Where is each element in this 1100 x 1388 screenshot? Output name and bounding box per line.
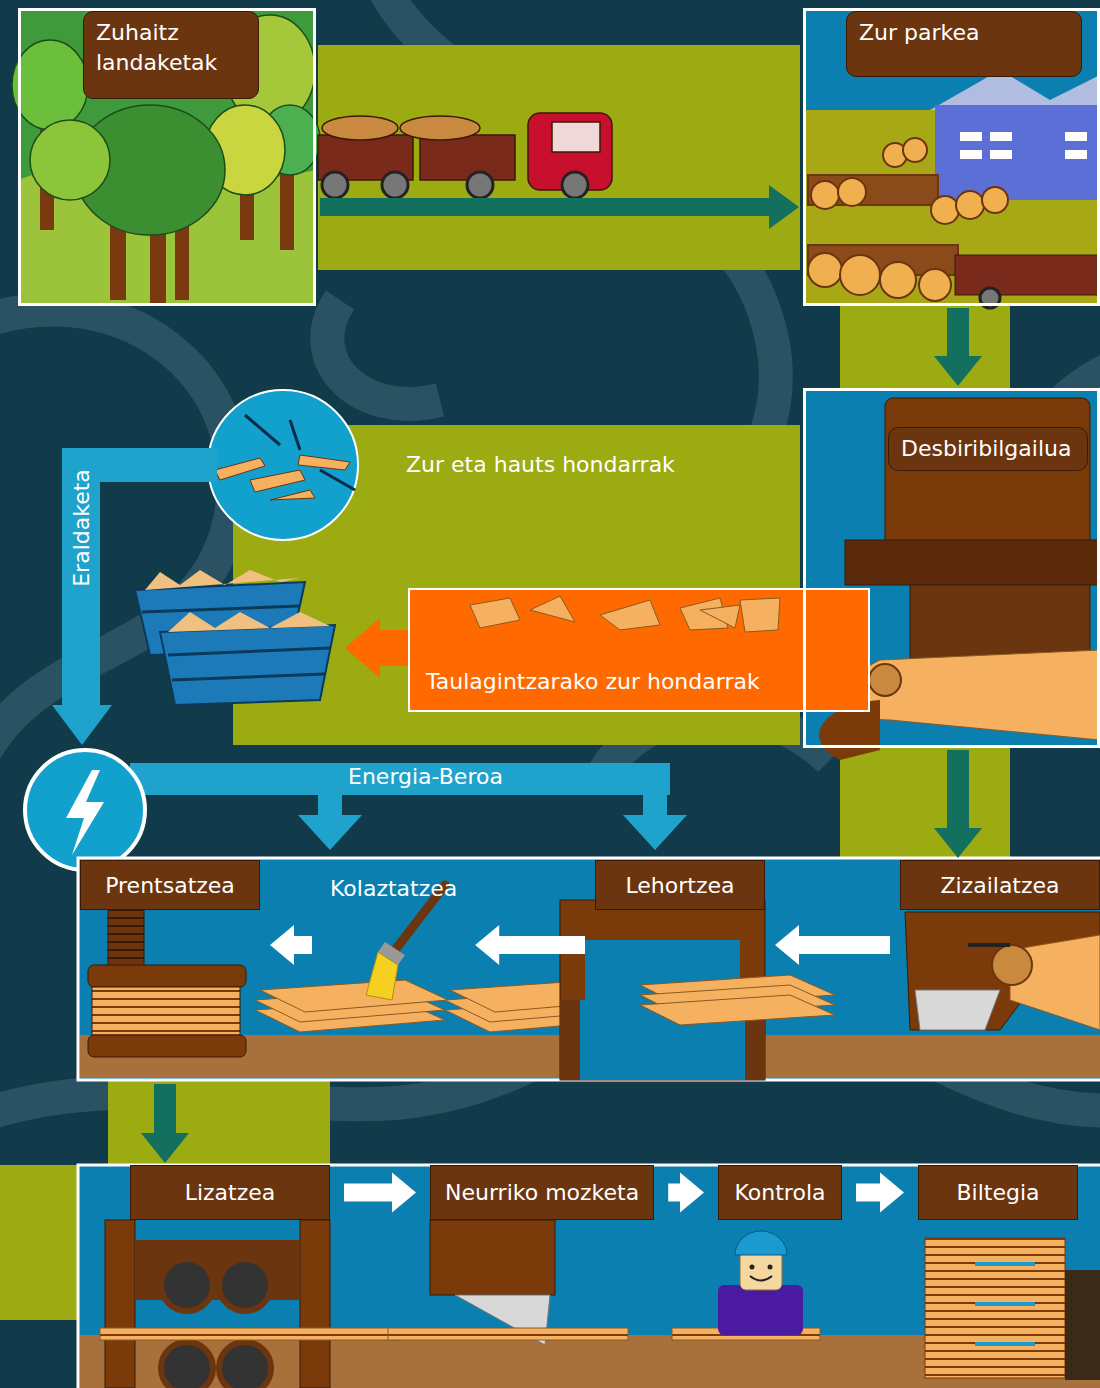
bar-label: Energia-Beroa (348, 764, 503, 789)
flow-arrow (344, 1173, 416, 1213)
flow-arrow (270, 925, 312, 965)
node-text: Neurriko mozketa (445, 1180, 639, 1205)
flow-arrow (856, 1173, 904, 1213)
flow-arrow (668, 1173, 704, 1213)
panel-title-tab: Zur parkea (846, 11, 1082, 77)
node-text: Kontrola (735, 1180, 826, 1205)
station-tab: Lehortzea (595, 860, 765, 910)
panel-title-tab: Desbiribilgailua (888, 427, 1088, 471)
node-text: Taulagintzarako zur hondarrak (426, 669, 760, 694)
flow-arrow (320, 185, 799, 229)
station-tab: Biltegia (918, 1165, 1078, 1220)
node-text: Lehortzea (625, 873, 734, 898)
node-text: Lizatzea (185, 1180, 276, 1205)
waste-label-box: Zur eta hauts hondarrak (398, 446, 683, 483)
node-text: Zur eta hauts hondarrak (406, 452, 675, 477)
flow-arrow (475, 925, 585, 965)
flow-arrow (934, 308, 982, 386)
station-tab: Neurriko mozketa (430, 1165, 654, 1220)
node-text: Biltegia (956, 1180, 1039, 1205)
forest-panel: Zuhaitz landaketak (18, 8, 316, 306)
station-label: Kolaztatzea (322, 862, 465, 914)
lumber-yard-panel: Zur parkea (803, 8, 1100, 306)
flow-arrow (775, 925, 890, 965)
station-tab: Prentsatzea (80, 860, 260, 910)
station-tab: Zizailatzea (900, 860, 1100, 910)
flow-arrow (141, 1084, 189, 1163)
station-tab: Lizatzea (130, 1165, 330, 1220)
waste-box: Taulagintzarako zur hondarrak (408, 588, 870, 712)
flow-arrow (934, 750, 982, 858)
node-text: Prentsatzea (105, 873, 235, 898)
station-tab: Kontrola (718, 1165, 842, 1220)
node-text: Zizailatzea (940, 873, 1059, 898)
node-text: Kolaztatzea (330, 876, 457, 901)
peeler-panel: Desbiribilgailua (803, 388, 1100, 748)
vertical-label: Eraldaketa (69, 469, 94, 587)
panel-title-tab: Zuhaitz landaketak (83, 11, 259, 99)
